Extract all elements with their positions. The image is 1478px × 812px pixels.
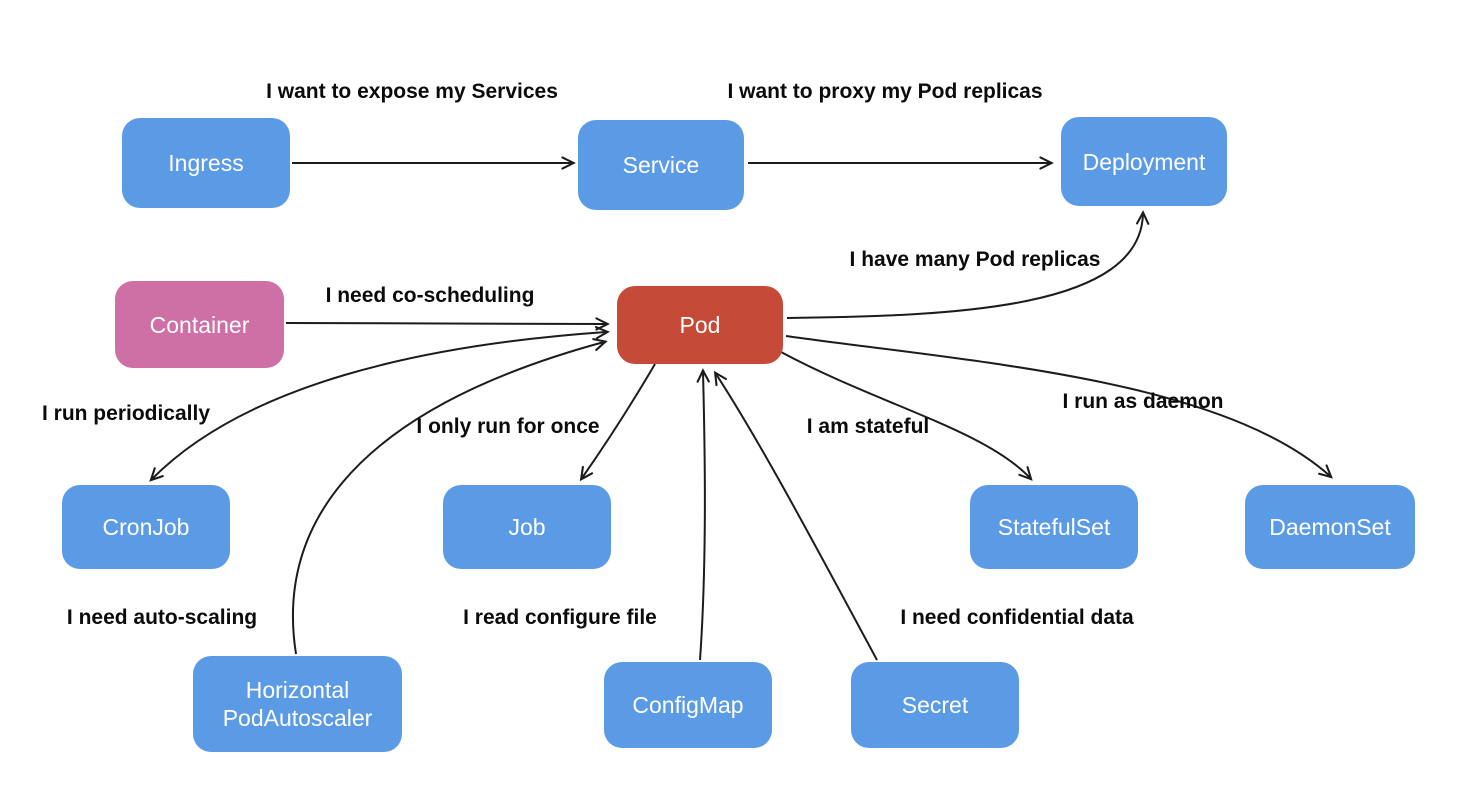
edge-configmap-pod [696, 368, 710, 661]
node-pod: Pod [617, 286, 783, 364]
node-pod-label: Pod [679, 312, 721, 338]
edge-label-expose-services: I want to expose my Services [266, 80, 558, 103]
node-statefulset-label: StatefulSet [997, 514, 1111, 540]
node-configmap: ConfigMap [604, 662, 772, 748]
node-daemonset: DaemonSet [1245, 485, 1415, 569]
edge-container-pod [285, 317, 610, 331]
node-job-label: Job [508, 514, 546, 540]
node-container: Container [115, 281, 284, 368]
edge-secret-pod [713, 370, 878, 661]
edge-label-many-pod-replicas: I have many Pod replicas [849, 248, 1101, 271]
edge-pod-cronjob [149, 326, 610, 482]
edge-pod-daemonset [785, 335, 1333, 479]
edge-label-auto-scaling: I need auto-scaling [66, 606, 258, 629]
edge-label-run-periodically: I run periodically [41, 402, 211, 425]
node-deployment-label: Deployment [1082, 148, 1206, 175]
edge-label-run-as-daemon: I run as daemon [1062, 390, 1224, 413]
node-secret: Secret [851, 662, 1019, 748]
edge-label-read-configure-file: I read configure file [463, 606, 657, 629]
edge-label-co-scheduling: I need co-scheduling [325, 284, 535, 307]
edge-label-confidential-data: I need confidential data [900, 606, 1134, 629]
edge-pod-deployment [786, 210, 1150, 319]
node-daemonset-label: DaemonSet [1269, 514, 1391, 540]
node-cronjob-label: CronJob [102, 514, 190, 540]
node-cronjob: CronJob [62, 485, 230, 569]
node-service: Service [578, 120, 744, 210]
node-job: Job [443, 485, 611, 569]
edge-pod-statefulset [780, 351, 1033, 481]
node-ingress: Ingress [122, 118, 290, 208]
node-configmap-label: ConfigMap [632, 692, 744, 718]
edge-label-stateful: I am stateful [806, 415, 930, 438]
node-horizontal-pod-autoscaler: Horizontal PodAutoscaler [193, 656, 402, 752]
node-secret-label: Secret [901, 692, 969, 718]
node-horizontal-pod-autoscaler-label: Horizontal PodAutoscaler [222, 677, 373, 731]
edge-label-proxy-pod-replicas: I want to proxy my Pod replicas [727, 80, 1043, 103]
edge-pod-job [579, 363, 656, 482]
node-service-label: Service [622, 152, 700, 178]
edge-hpa-pod [292, 338, 608, 655]
node-deployment: Deployment [1061, 117, 1227, 206]
node-ingress-label: Ingress [168, 150, 244, 176]
node-statefulset: StatefulSet [970, 485, 1138, 569]
node-container-label: Container [149, 311, 250, 338]
edge-label-run-for-once: I only run for once [416, 415, 600, 438]
